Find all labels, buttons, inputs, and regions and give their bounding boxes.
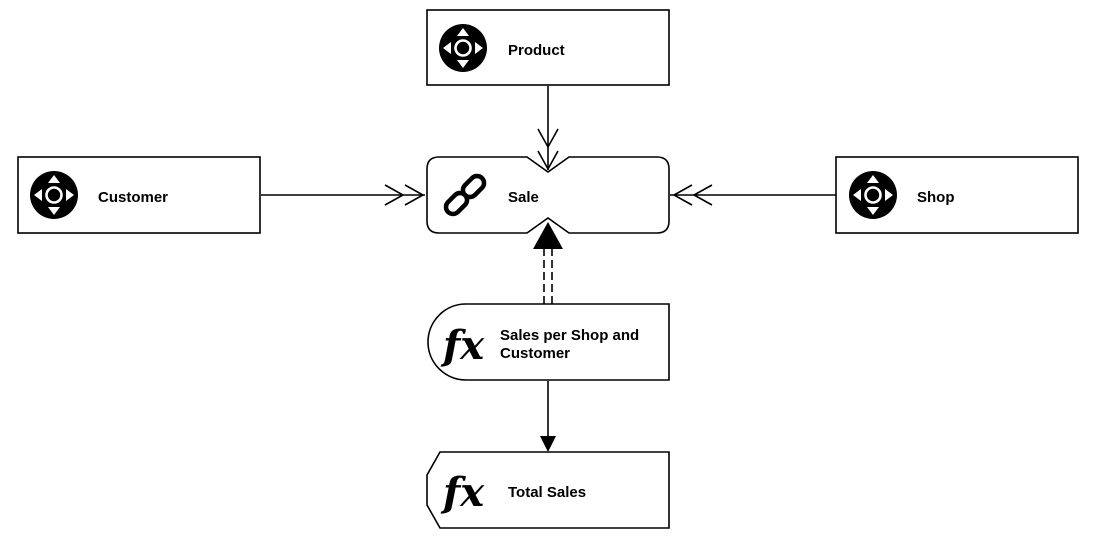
node-sale-label: Sale [508, 189, 539, 206]
node-total-sales-label: Total Sales [508, 484, 586, 501]
edge-sales-per-shop-to-sale [533, 222, 563, 304]
node-customer-box [17, 156, 261, 234]
node-sales-per-shop-box [427, 303, 670, 381]
function-icon: fx [440, 469, 485, 516]
node-sales-per-shop-and-customer[interactable]: fx Sales per Shop and Customer [427, 303, 670, 381]
edge-sales-per-shop-to-total-sales [540, 381, 556, 452]
edge-shop-to-sale [670, 184, 836, 206]
dimension-icon [28, 169, 80, 221]
node-sale[interactable]: Sale [426, 156, 670, 234]
dimension-icon [437, 22, 489, 74]
edge-customer-to-sale [261, 184, 425, 206]
node-shop[interactable]: Shop [835, 156, 1079, 234]
node-shop-label: Shop [917, 189, 955, 206]
link-icon [443, 173, 487, 217]
node-total-sales[interactable]: fx Total Sales [426, 451, 670, 529]
edge-product-to-sale [537, 86, 559, 171]
node-sales-per-shop-label-line2: Customer [500, 345, 570, 362]
node-sales-per-shop-label-line1: Sales per Shop and [500, 327, 639, 344]
node-product-label: Product [508, 42, 565, 59]
node-total-sales-box [426, 451, 670, 529]
function-icon: fx [440, 322, 485, 369]
node-customer-label: Customer [98, 189, 168, 206]
node-customer[interactable]: Customer [17, 156, 261, 234]
node-product[interactable]: Product [426, 9, 670, 86]
node-sale-box [426, 156, 670, 234]
dimension-icon [847, 169, 899, 221]
